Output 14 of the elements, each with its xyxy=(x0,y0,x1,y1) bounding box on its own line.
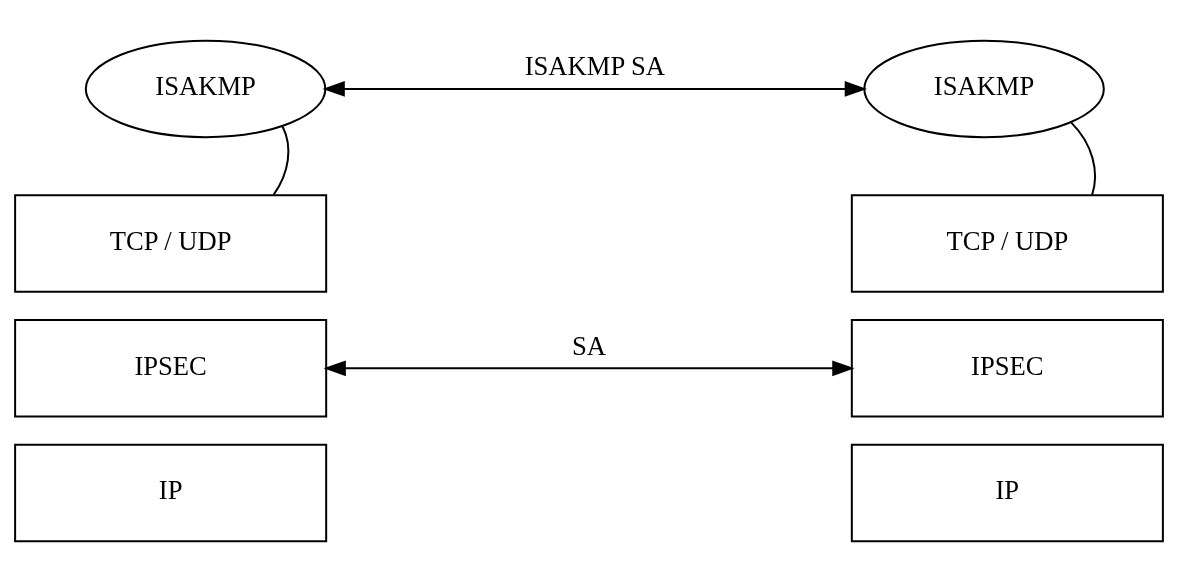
node-box: TCP / UDP xyxy=(850,194,1164,293)
node-box: IPSEC xyxy=(850,319,1164,418)
node-box: IP xyxy=(14,443,328,543)
connector xyxy=(272,125,290,196)
node-box: IP xyxy=(850,443,1164,543)
node-box: IPSEC xyxy=(14,319,328,418)
connector xyxy=(1070,121,1097,196)
arrow xyxy=(323,360,855,377)
node-ellipse: ISAKMP xyxy=(84,39,327,139)
node-ellipse: ISAKMP xyxy=(863,39,1105,139)
edge-label: SA xyxy=(571,330,607,361)
arrow xyxy=(322,81,868,97)
edge-label: ISAKMP SA xyxy=(524,51,665,82)
node-box: TCP / UDP xyxy=(14,194,328,293)
